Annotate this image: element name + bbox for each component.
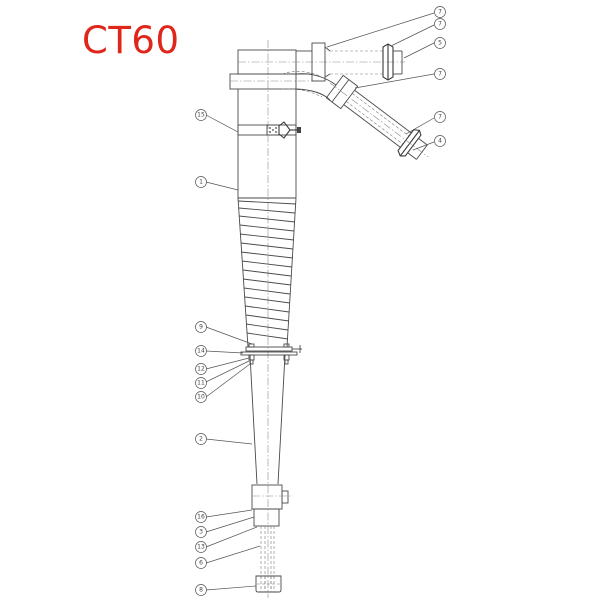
- callout-5: 5: [434, 37, 446, 49]
- overflow-pipe: [330, 43, 403, 81]
- svg-text:9: 9: [199, 324, 203, 331]
- callout-13: 13: [195, 541, 207, 553]
- overflow-clamp: [311, 42, 326, 82]
- leader-lines: [205, 12, 435, 591]
- cylinder-body: [237, 89, 297, 199]
- inlet-head: [229, 71, 337, 101]
- upper-cone: [237, 197, 297, 348]
- lower-cone: [249, 354, 286, 485]
- callout-8: 8: [195, 584, 207, 596]
- callout-15: 15: [195, 109, 207, 121]
- callout-12: 12: [195, 363, 207, 375]
- apex-assembly: [251, 484, 293, 527]
- svg-text:8: 8: [199, 587, 203, 594]
- callout-1: 1: [195, 176, 207, 188]
- svg-text:7: 7: [438, 9, 442, 16]
- svg-text:4: 4: [438, 138, 442, 145]
- svg-text:1: 1: [199, 179, 203, 186]
- feed-inlet-pipe: [325, 74, 429, 160]
- callout-6: 6: [195, 557, 207, 569]
- svg-text:2: 2: [199, 436, 203, 443]
- callout-14: 14: [195, 345, 207, 357]
- svg-text:7: 7: [438, 71, 442, 78]
- callout-11: 11: [195, 377, 207, 389]
- splash-skirt: [255, 575, 282, 593]
- callout-7a: 7: [434, 6, 446, 18]
- svg-text:11: 11: [197, 380, 205, 387]
- svg-text:5: 5: [438, 40, 442, 47]
- svg-text:6: 6: [199, 560, 203, 567]
- callout-2: 2: [195, 433, 207, 445]
- callout-7b: 7: [434, 18, 446, 30]
- svg-text:12: 12: [197, 366, 205, 373]
- callout-4: 4: [434, 135, 446, 147]
- flange-assembly: [240, 343, 302, 365]
- svg-text:7: 7: [438, 21, 442, 28]
- underflow-pipe: [260, 526, 275, 590]
- svg-text:14: 14: [197, 348, 205, 355]
- band-clamp: [237, 121, 301, 139]
- diagram-title: CT60: [82, 19, 180, 62]
- svg-text:3: 3: [199, 529, 203, 536]
- callout-16: 16: [195, 511, 207, 523]
- svg-text:7: 7: [438, 114, 442, 121]
- svg-text:10: 10: [197, 394, 205, 401]
- svg-text:13: 13: [197, 544, 205, 551]
- callout-3: 3: [195, 526, 207, 538]
- callout-7d: 7: [434, 111, 446, 123]
- callout-9: 9: [195, 321, 207, 333]
- overflow-housing: [237, 49, 405, 75]
- svg-text:16: 16: [197, 514, 205, 521]
- svg-text:15: 15: [197, 112, 205, 119]
- callout-7c: 7: [434, 68, 446, 80]
- callout-10: 10: [195, 391, 207, 403]
